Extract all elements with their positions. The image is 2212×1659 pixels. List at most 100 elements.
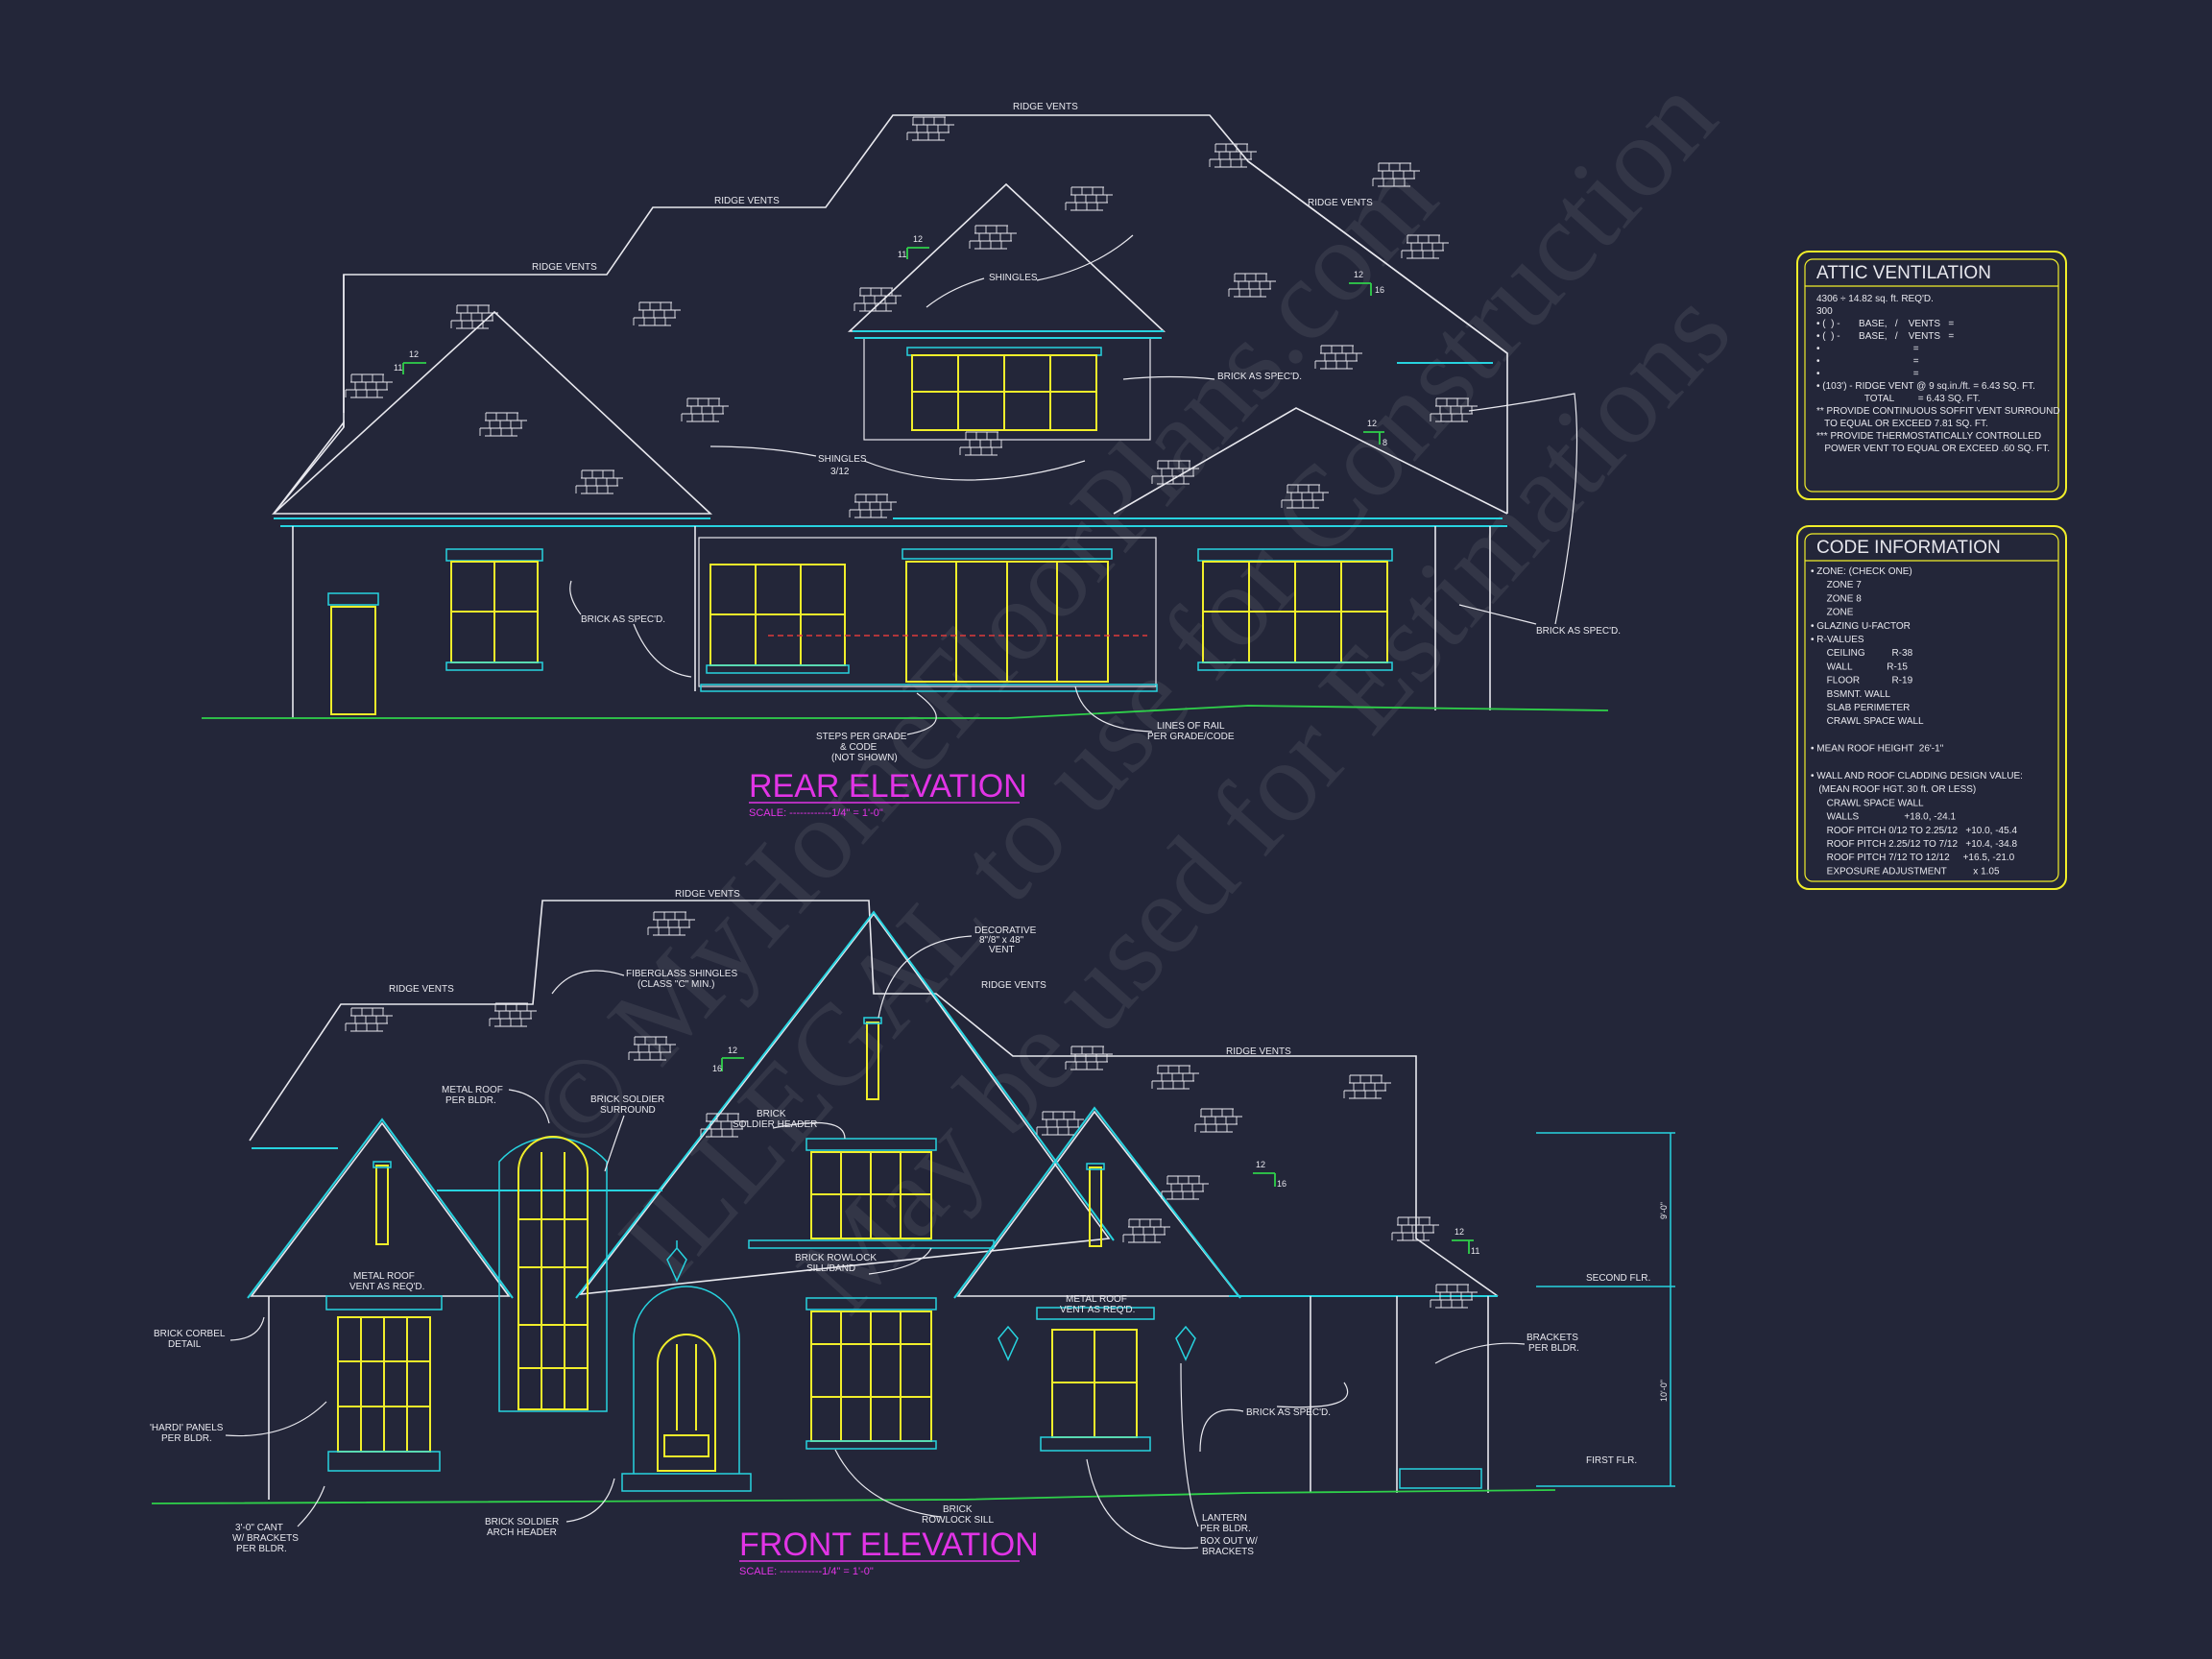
front-center-upper-window: [805, 1138, 937, 1239]
code_information-line: ROOF PITCH 0/12 TO 2.25/12 +10.0, -45.4: [1811, 826, 2017, 836]
attic_ventilation-line: ** PROVIDE CONTINUOUS SOFFIT VENT SURROU…: [1816, 406, 2060, 417]
rear-rail-label-2: PER GRADE/CODE: [1147, 732, 1235, 742]
front-ridge-vents-left: RIDGE VENTS: [389, 984, 454, 995]
code_information-line: SLAB PERIMETER: [1811, 703, 1910, 713]
brick-patch: [1194, 1108, 1242, 1133]
front-boxout-2: BRACKETS: [1202, 1547, 1254, 1557]
brick-patch: [1343, 1074, 1391, 1099]
front-entry-door: [621, 1286, 752, 1492]
front-ridge-vents-right: RIDGE VENTS: [1226, 1046, 1291, 1057]
attic-ventilation-title: ATTIC VENTILATION: [1816, 263, 1991, 283]
front-lantern-3: [1175, 1325, 1196, 1361]
rear-ridge-vents-mid: RIDGE VENTS: [714, 196, 780, 206]
rear-pitch-6: 16: [1375, 285, 1384, 295]
brick-patch: [647, 911, 695, 936]
attic_ventilation-line: • (103') - RIDGE VENT @ 9 sq.in./ft. = 6…: [1816, 381, 2035, 392]
brick-patch: [1401, 234, 1449, 259]
rear-leaders: [569, 234, 1578, 735]
rear-rail-label-1: LINES OF RAIL: [1157, 721, 1225, 732]
front-arch-header-1: BRICK SOLDIER: [485, 1517, 559, 1527]
brick-patch: [450, 304, 498, 329]
rear-door: [330, 606, 376, 715]
front-left-window: [325, 1161, 443, 1472]
attic_ventilation-line: TO EQUAL OR EXCEED 7.81 SQ. FT.: [1816, 419, 1988, 429]
rear-brick-label-left: BRICK AS SPEC'D.: [581, 614, 665, 625]
front-fiberglass-2: (CLASS "C" MIN.): [637, 979, 714, 990]
front-metal-roof-2: PER BLDR.: [445, 1095, 496, 1106]
front-decorative-vent-cap: [863, 1017, 882, 1024]
code-information-panel: CODE INFORMATION • ZONE: (CHECK ONE) ZON…: [1796, 525, 2067, 890]
front-right-gable: [956, 1110, 1240, 1297]
front-pitch-2: 16: [712, 1064, 722, 1073]
code_information-line: WALLS +18.0, -24.1: [1811, 812, 1957, 823]
rear-dormer-windows: [906, 347, 1102, 431]
front-elevation: 9'-0" 10'-0" SECOND FLR. FIRST FLR. 12 1…: [150, 889, 1675, 1577]
rear-shingles-label-2: SHINGLES: [818, 454, 867, 465]
code_information-line: • ZONE: (CHECK ONE): [1811, 566, 1912, 577]
front-pitch-5: 12: [1455, 1227, 1464, 1237]
rear-pitch-1: 12: [409, 349, 419, 359]
front-decorative-2: 8"/8" x 48": [979, 935, 1024, 946]
front-decorative-vent: [866, 1022, 879, 1100]
front-pitch-3: 12: [1256, 1160, 1265, 1169]
dim-lower: 10'-0": [1659, 1380, 1669, 1402]
rear-pitch-3: 12: [913, 234, 923, 244]
code_information-line: CRAWL SPACE WALL: [1811, 716, 1924, 727]
brick-patch: [1151, 460, 1199, 485]
front-main-gable-trim: [575, 910, 1115, 1299]
rear-elevation: 12 11 12 11 12 16 12 8 RIDGE VENTS RIDGE…: [202, 102, 1621, 819]
code-information-lines: • ZONE: (CHECK ONE) ZONE 7 ZONE 8 ZONE• …: [1811, 566, 2023, 877]
rear-right-ridge: [1247, 160, 1508, 514]
brick-patch: [1122, 1218, 1170, 1243]
front-hardi-1: 'HARDI' PANELS: [150, 1423, 224, 1433]
code_information-line: WALL R-15: [1811, 661, 1908, 672]
front-ridge-vents-top: RIDGE VENTS: [675, 889, 740, 900]
brick-patch: [1036, 1111, 1084, 1136]
attic_ventilation-line: • =: [1816, 356, 1919, 367]
front-pitch-1: 12: [728, 1046, 737, 1055]
rear-door-transom: [327, 592, 379, 606]
rear-elevation-title: REAR ELEVATION: [749, 768, 1027, 805]
code_information-line: ZONE 7: [1811, 580, 1862, 590]
rear-pitch-7: 12: [1367, 419, 1377, 428]
second-flr-label: SECOND FLR.: [1586, 1273, 1650, 1284]
attic_ventilation-line: 300: [1816, 306, 1833, 317]
rear-pitch-5: 12: [1354, 270, 1363, 279]
brick-patch: [700, 1113, 748, 1138]
front-metal-vent-right-1: METAL ROOF: [1066, 1294, 1127, 1305]
brick-patch: [1065, 1046, 1113, 1070]
front-rowlock-band: [748, 1239, 995, 1249]
brick-patch: [959, 431, 1007, 456]
rear-ridge-vents-right: RIDGE VENTS: [1308, 198, 1373, 208]
attic-ventilation-panel: ATTIC VENTILATION 4306 ÷ 14.82 sq. ft. R…: [1796, 251, 2067, 500]
code_information-line: ROOF PITCH 2.25/12 TO 7/12 +10.4, -34.8: [1811, 839, 2017, 850]
front-decorative-3: VENT: [989, 945, 1015, 955]
rear-shingles-pitch: 3/12: [830, 467, 850, 477]
brick-patch: [633, 301, 681, 326]
brick-patch: [345, 1007, 393, 1032]
code_information-line: FLOOR R-19: [1811, 676, 1913, 686]
brick-patch: [628, 1036, 676, 1061]
rear-brick-label-right: BRICK AS SPEC'D.: [1536, 626, 1621, 637]
front-cant-3: PER BLDR.: [236, 1544, 287, 1554]
rear-window-left: [445, 548, 543, 671]
front-brick-label: BRICK AS SPEC'D.: [1246, 1407, 1331, 1418]
brick-patch: [489, 1002, 537, 1027]
rear-porch-rail: [700, 684, 1158, 692]
rear-steps-label-2: & CODE: [840, 742, 878, 753]
brick-patch: [1430, 1284, 1478, 1309]
front-left-gable-trim: [247, 1118, 514, 1299]
attic_ventilation-line: POWER VENT TO EQUAL OR EXCEED .60 SQ. FT…: [1816, 444, 2050, 454]
rear-pitch-8: 8: [1382, 438, 1387, 447]
attic_ventilation-line: *** PROVIDE THERMOSTATICALLY CONTROLLED: [1816, 431, 2041, 442]
front-soldier-surround-1: BRICK SOLDIER: [590, 1094, 664, 1105]
rear-grade-line: [202, 705, 1609, 719]
brick-patch: [969, 225, 1017, 250]
brick-patch: [681, 397, 729, 422]
front-metal-roof-1: METAL ROOF: [442, 1085, 503, 1095]
attic_ventilation-line: • ( ) - BASE, / VENTS =: [1816, 331, 1954, 342]
front-metal-vent-right-2: VENT AS REQ'D.: [1060, 1305, 1135, 1315]
brick-patch: [849, 493, 897, 518]
front-lantern-1: [666, 1240, 687, 1283]
rear-steps-label-3: (NOT SHOWN): [831, 753, 898, 763]
